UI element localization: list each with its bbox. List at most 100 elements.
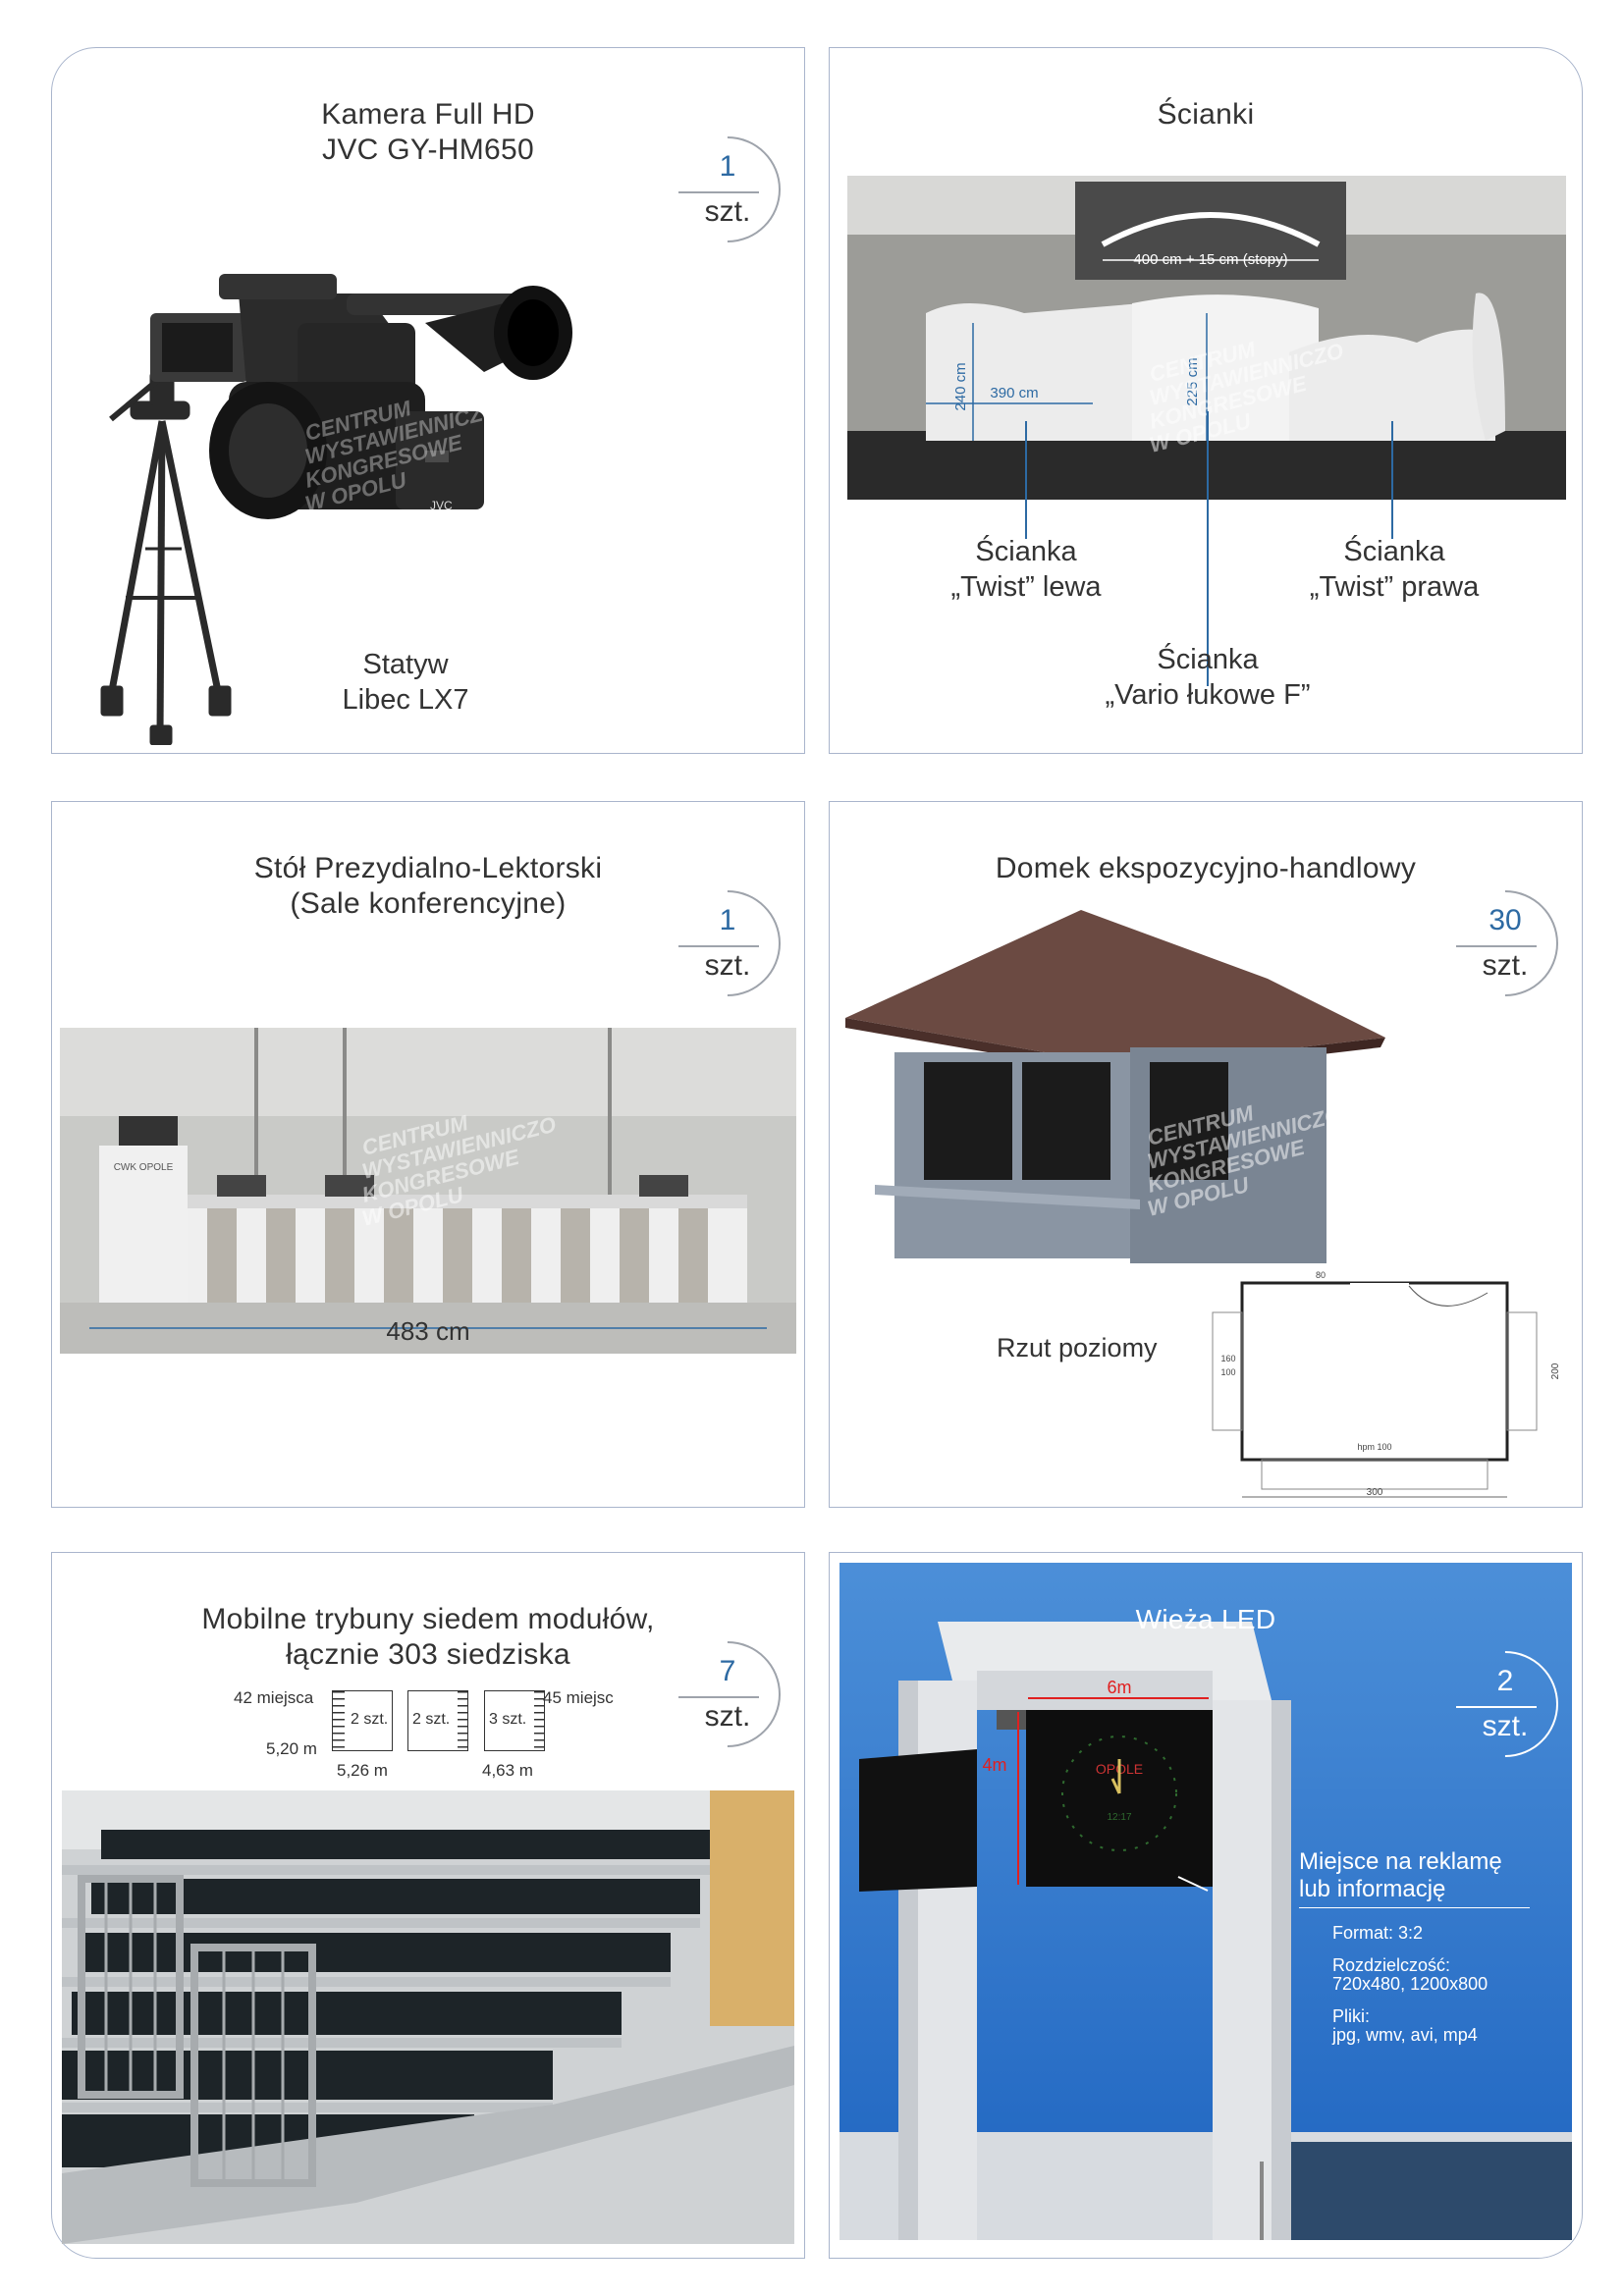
wall-vario	[1132, 294, 1319, 441]
badge-arc	[652, 868, 803, 1019]
tripod-label-line-2: Libec LX7	[342, 684, 469, 716]
dim-width-left: 390 cm	[990, 385, 1038, 401]
left-seats-label: 42 miejsca	[234, 1688, 314, 1707]
plan-dim-left-b: 100	[1220, 1367, 1235, 1377]
module-steps	[458, 1691, 467, 1750]
card-title: Ścianki	[830, 97, 1582, 133]
card-camera: Kamera Full HD JVC GY-HM650 1 szt.	[51, 47, 805, 754]
dim-height-center: 225 cm	[1184, 357, 1201, 405]
badge-arc	[652, 114, 803, 265]
dim-screen-width: 6m	[1107, 1678, 1131, 1697]
label-twist-right: Ścianka „Twist” prawa	[1252, 534, 1537, 605]
plan-dim-hpm: hpm 100	[1357, 1442, 1391, 1452]
plan-dim-right: 200	[1550, 1362, 1561, 1379]
module-count: 2 szt.	[351, 1711, 389, 1728]
clock-time: 12:17	[1107, 1812, 1131, 1823]
label-line-2: „Twist” prawa	[1309, 571, 1480, 603]
title-line-1: Wieża LED	[1135, 1604, 1276, 1634]
module-steps	[333, 1691, 345, 1750]
card-title: Wieża LED	[830, 1602, 1582, 1637]
wall-twist-right	[1289, 329, 1495, 441]
spec-files-label: Pliki:	[1332, 2006, 1371, 2026]
spec-resolution-label: Rozdzielczość:	[1332, 1955, 1451, 1975]
badge-arc	[1430, 868, 1581, 1019]
label-line-1: Ścianka	[1157, 644, 1259, 675]
label-line-1: Ścianka	[975, 536, 1077, 567]
title-line-2: (Sale konferencyjne)	[290, 887, 567, 920]
quantity-unit: szt.	[704, 949, 751, 982]
floor-plan-label: Rzut poziomy	[997, 1333, 1158, 1362]
ad-space-label: Miejsce na reklamę lub informację	[1299, 1848, 1530, 1908]
dim-table-width: 483 cm	[386, 1316, 469, 1346]
ad-label-underline	[1299, 1907, 1530, 1908]
camera-illustration: JVC CENTRUM WYSTAWIENNICZO KONGRESOWE W …	[100, 274, 572, 745]
card-title: Stół Prezydialno-Lektorski (Sale konfere…	[52, 851, 804, 922]
width-b-label: 4,63 m	[482, 1761, 533, 1780]
title-line-1: Domek ekspozycyjno-handlowy	[995, 852, 1417, 884]
label-line-2: „Vario łukowe F”	[1105, 679, 1311, 711]
dim-height-left: 240 cm	[952, 362, 969, 410]
ad-label-line-1: Miejsce na reklamę	[1299, 1848, 1502, 1875]
plan-dim-bottom: 300	[1367, 1487, 1383, 1498]
card-title: Mobilne trybuny siedem modułów, łącznie …	[52, 1602, 804, 1673]
title-line-1: Stół Prezydialno-Lektorski	[253, 852, 603, 884]
title-line-1: Kamera Full HD	[321, 98, 535, 131]
module-steps	[534, 1691, 544, 1750]
right-seats-label: 45 miejsc	[543, 1688, 614, 1707]
module-box: 2 szt.	[407, 1690, 468, 1751]
label-vario: Ścianka „Vario łukowe F”	[1056, 642, 1360, 713]
title-line-2: łącznie 303 siedziska	[286, 1638, 570, 1671]
quantity-number: 1	[719, 150, 736, 183]
stands-photo	[62, 1790, 794, 2244]
podium-label: CWK OPOLE	[114, 1162, 174, 1173]
ad-label-line-2: lub informację	[1299, 1876, 1446, 1902]
label-twist-left: Ścianka „Twist” lewa	[889, 534, 1164, 605]
quantity-number: 1	[719, 904, 736, 936]
card-title: Kamera Full HD JVC GY-HM650	[52, 97, 804, 168]
spec-spacer	[1332, 1943, 1558, 1956]
table-photo: CWK OPOLE 483 cm CENTRUM WYSTAWIENNICZO …	[60, 1028, 796, 1354]
card-stands: Mobilne trybuny siedem modułów, łącznie …	[51, 1552, 805, 2259]
dim-width-top: 400 cm + 15 cm (stopy)	[1133, 251, 1287, 268]
camera-image: JVC	[150, 274, 572, 519]
badge-arc	[1430, 1629, 1581, 1780]
title-line-2: JVC GY-HM650	[322, 133, 534, 166]
led-specs: Format: 3:2 Rozdzielczość: 720x480, 1200…	[1332, 1924, 1558, 2045]
quantity-number: 30	[1489, 904, 1522, 936]
quantity-badge: 2 szt.	[1430, 1629, 1581, 1780]
badge-arc	[652, 1619, 803, 1770]
card-booth: Domek ekspozycyjno-handlowy 30 szt. CENT…	[829, 801, 1583, 1508]
led-tower-photo: OPOLE 12:17 6m 4m	[839, 1563, 1572, 2240]
card-table: Stół Prezydialno-Lektorski (Sale konfere…	[51, 801, 805, 1508]
wall-twist-left	[926, 303, 1142, 441]
pointer-line	[1391, 421, 1393, 539]
module-box: 2 szt.	[332, 1690, 393, 1751]
quantity-unit: szt.	[704, 1700, 751, 1733]
led-screen-left	[859, 1749, 977, 1892]
badge-divider	[678, 1696, 759, 1698]
module-count: 3 szt.	[489, 1711, 527, 1728]
module-count: 2 szt.	[412, 1711, 451, 1728]
card-title: Domek ekspozycyjno-handlowy	[830, 851, 1582, 886]
spec-spacer	[1332, 1994, 1558, 2007]
tripod-label-line-1: Statyw	[362, 649, 449, 680]
quantity-badge: 7 szt.	[652, 1619, 803, 1770]
width-a-label: 5,26 m	[337, 1761, 388, 1780]
spec-format: Format: 3:2	[1332, 1923, 1424, 1943]
tripod-image	[100, 367, 232, 745]
quantity-unit: szt.	[1482, 1710, 1529, 1742]
label-line-2: „Twist” lewa	[950, 571, 1102, 603]
pointer-line	[1207, 411, 1209, 686]
label-line-1: Ścianka	[1343, 536, 1445, 567]
quantity-badge: 30 szt.	[1430, 868, 1581, 1019]
podium	[99, 1146, 188, 1303]
badge-divider	[1456, 945, 1537, 947]
badge-divider	[678, 945, 759, 947]
floor-plan: 300 200 80 hpm 100 160 100	[1212, 1270, 1561, 1498]
inset-top-view	[1075, 182, 1346, 280]
module-box: 3 szt.	[484, 1690, 545, 1751]
quantity-badge: 1 szt.	[652, 114, 803, 265]
quantity-unit: szt.	[704, 195, 751, 228]
card-led-tower: OPOLE 12:17 6m 4m Wieża LED 2 szt. Miejs…	[829, 1552, 1583, 2259]
plan-dim-door: 80	[1316, 1270, 1326, 1280]
